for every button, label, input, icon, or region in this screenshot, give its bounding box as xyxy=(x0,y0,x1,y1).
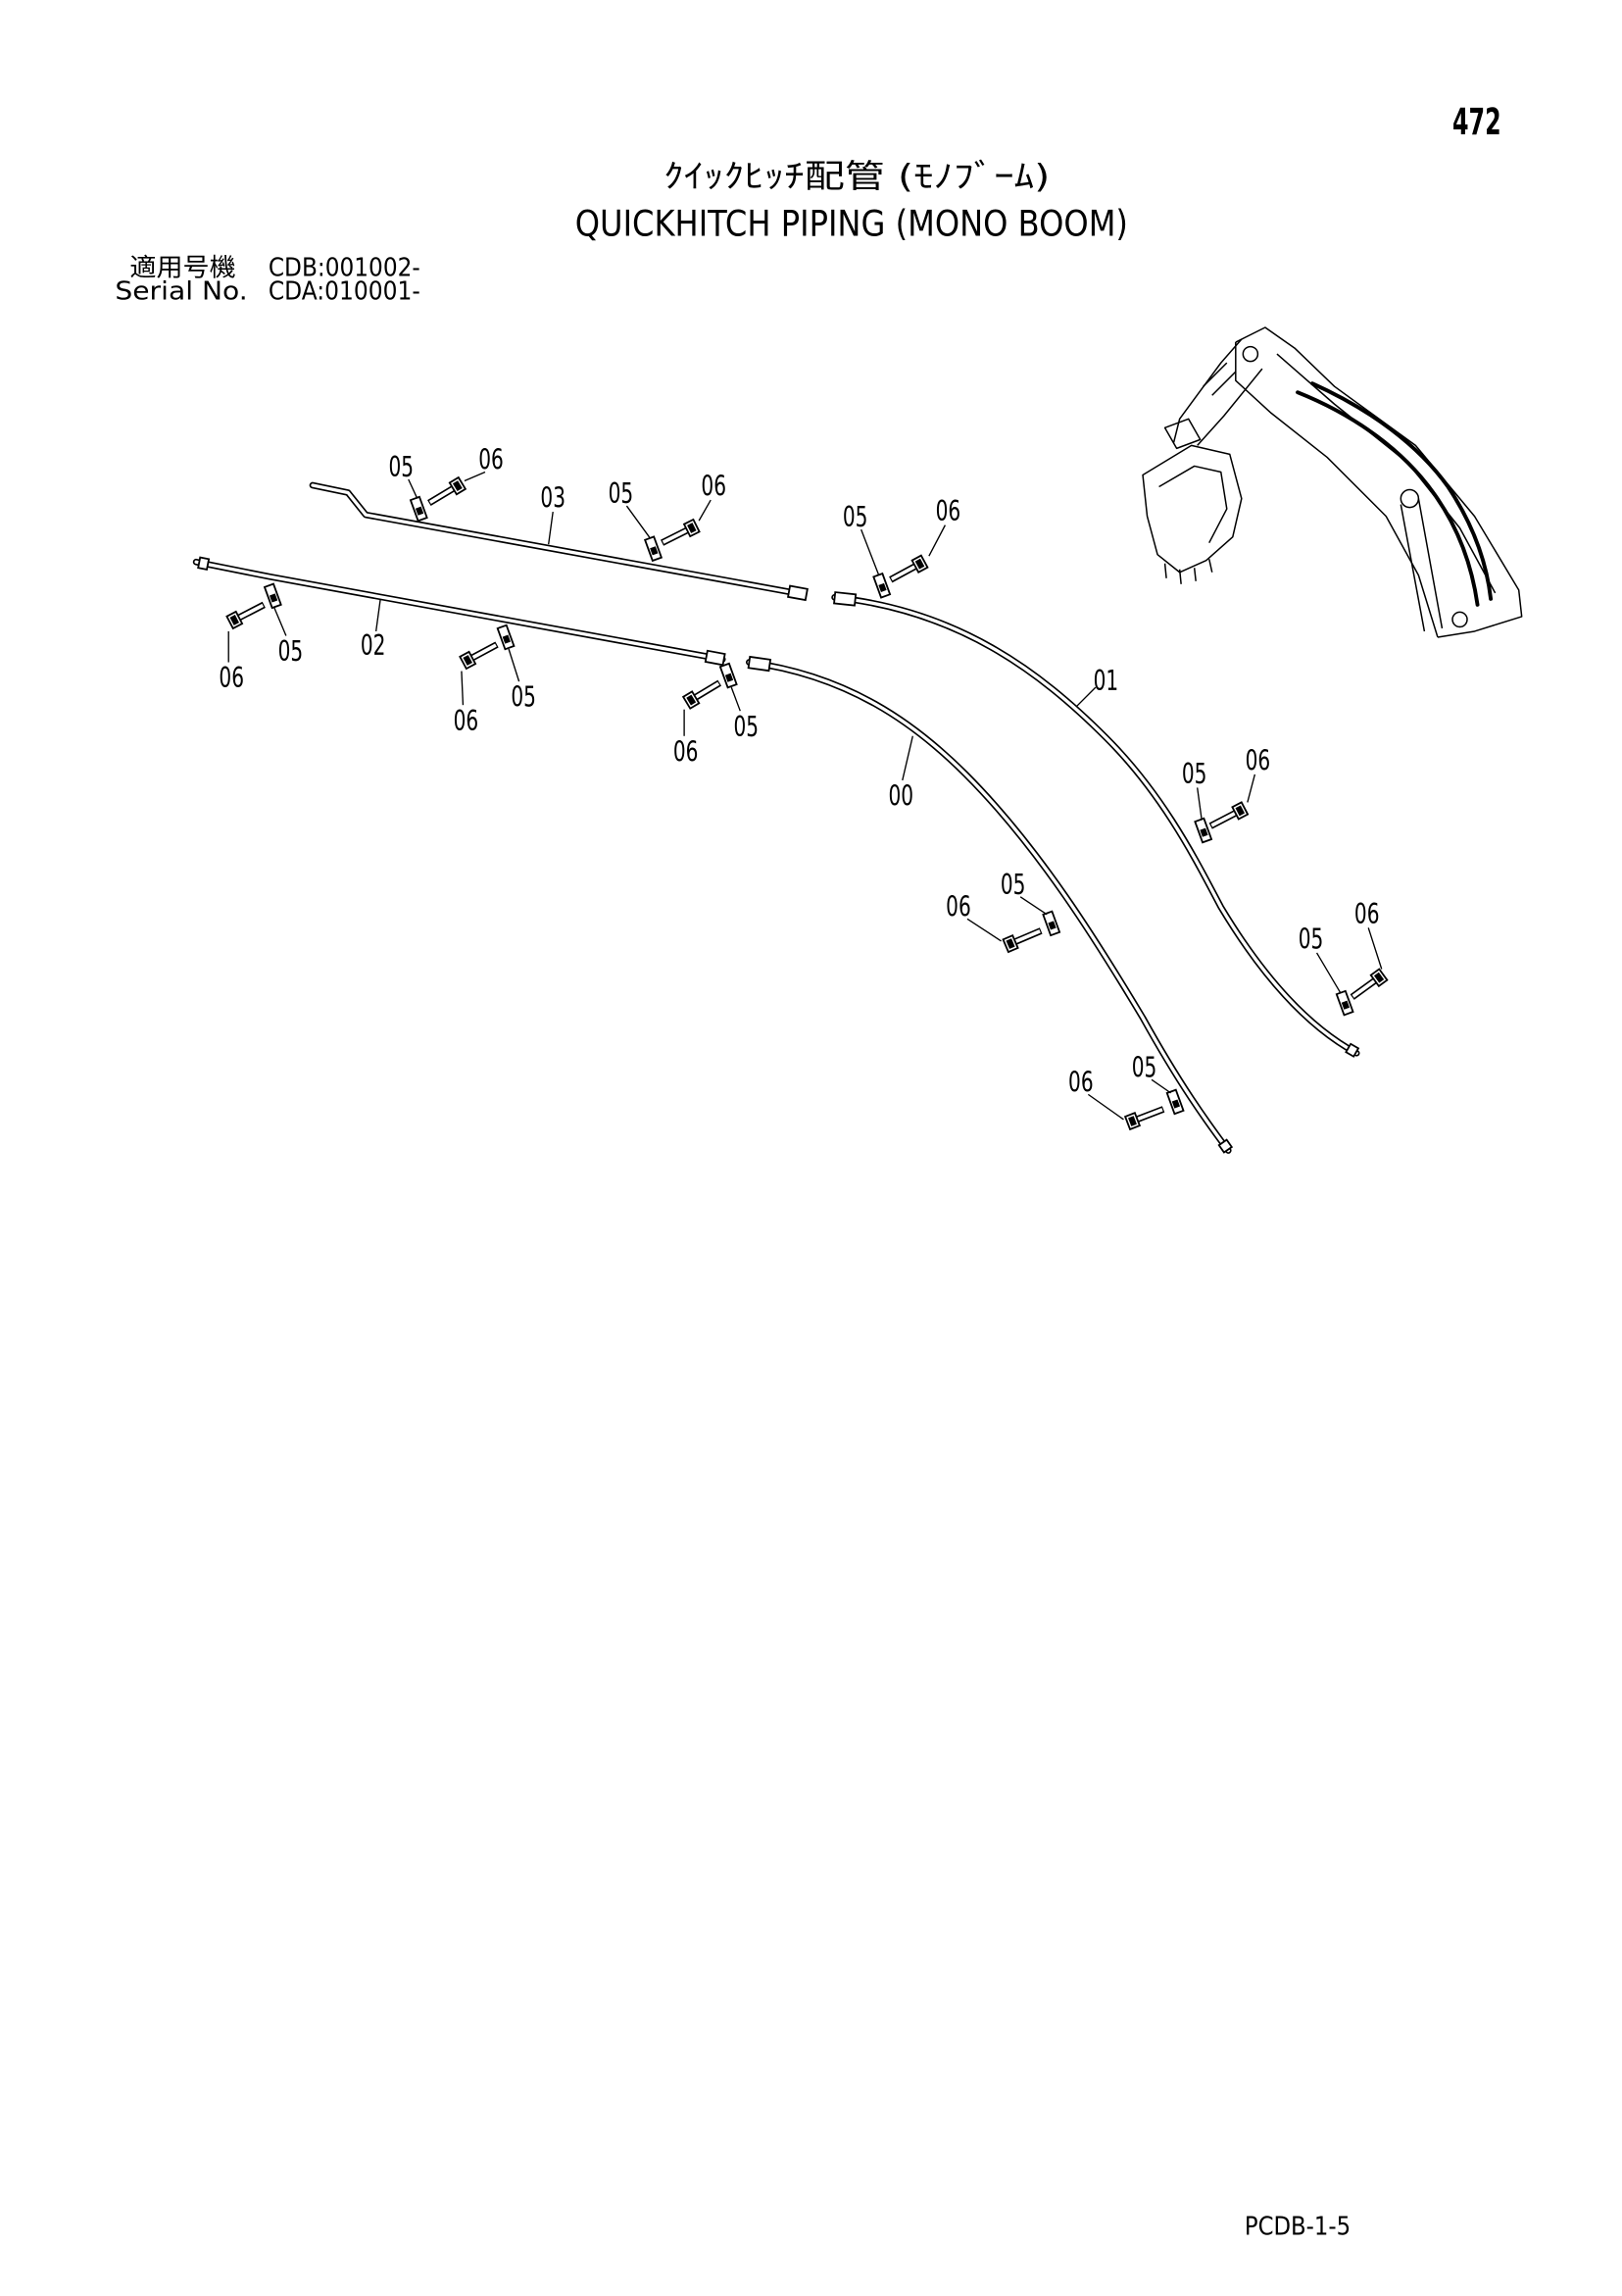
serial-number-label: Serial No. xyxy=(115,276,247,306)
leader-line xyxy=(1315,952,1342,993)
leader-lines xyxy=(227,471,1383,1121)
leader-line xyxy=(461,671,465,706)
leader-line xyxy=(1087,1093,1124,1121)
clamp-callout: 05 xyxy=(388,450,414,483)
serial-number-value: CDA:010001- xyxy=(269,276,420,306)
pipe-fitting xyxy=(1217,1138,1234,1154)
clamp-callout: 05 xyxy=(278,634,304,668)
bolt-callout: 06 xyxy=(946,889,971,923)
clamp xyxy=(1194,817,1212,844)
pipe-fitting xyxy=(197,556,211,571)
leader-line xyxy=(408,478,418,499)
page-title-english: QUICKHITCH PIPING (MONO BOOM) xyxy=(575,203,1128,245)
leader-line xyxy=(1019,896,1048,916)
bolt xyxy=(1349,969,1388,1002)
pipe-callout: 00 xyxy=(888,778,913,812)
bolt xyxy=(683,677,723,709)
leader-line xyxy=(966,918,1002,942)
leader-line xyxy=(730,686,741,712)
bolt xyxy=(887,556,927,586)
callout-labels: 05 06 03 05 06 05 06 06 05 02 06 05 06 0… xyxy=(219,442,1379,1098)
clamp-callout: 05 xyxy=(511,680,536,714)
bolt-callout: 06 xyxy=(478,442,504,475)
bolt-callout: 06 xyxy=(1068,1065,1094,1098)
clamp xyxy=(496,624,516,651)
leader-line xyxy=(928,524,947,557)
bolt-callout: 06 xyxy=(701,470,726,503)
leader-line xyxy=(1075,686,1097,708)
clamp-callout: 05 xyxy=(609,476,634,510)
clamp-callout: 05 xyxy=(1001,868,1026,901)
clamp xyxy=(872,573,892,599)
leader-line xyxy=(1197,787,1203,821)
bolt-callout: 06 xyxy=(936,494,961,527)
bolt xyxy=(226,599,267,628)
leader-line xyxy=(698,499,712,522)
clamp xyxy=(1165,1088,1185,1116)
page-title-japanese: ｸｲｯｸﾋｯﾁ配管 (ﾓﾉﾌﾞｰﾑ) xyxy=(664,157,1050,195)
clamp xyxy=(718,662,738,689)
pipe-fitting xyxy=(704,649,726,667)
clamp-callout: 05 xyxy=(1299,922,1324,955)
bolt-callout: 06 xyxy=(454,704,479,737)
pipe-fitting xyxy=(1345,1042,1360,1058)
pipe-fitting xyxy=(787,584,809,602)
leader-line xyxy=(902,735,913,781)
clamp xyxy=(264,582,282,609)
leader-line xyxy=(1247,774,1256,803)
bolt-callout: 06 xyxy=(673,734,699,768)
clamp xyxy=(1042,910,1061,937)
bolt xyxy=(1125,1103,1165,1129)
leader-line xyxy=(548,511,554,545)
bolt xyxy=(425,477,466,509)
pipe-02 xyxy=(192,556,726,667)
bolt xyxy=(460,638,500,669)
excavator-front-attachment-icon xyxy=(1142,326,1523,638)
pipe-01 xyxy=(831,591,1360,1058)
pipe-fitting xyxy=(747,655,772,673)
bolt xyxy=(1003,924,1043,952)
leader-line xyxy=(508,648,520,682)
clamp-callout: 05 xyxy=(734,710,760,743)
pipe-callout: 03 xyxy=(540,481,565,515)
applicability-value-japanese: CDB:001002- xyxy=(269,253,420,282)
bolt-callout: 06 xyxy=(1246,743,1271,776)
leader-line xyxy=(464,471,486,482)
page-number: 472 xyxy=(1452,100,1501,143)
pipe-callout: 02 xyxy=(361,628,386,662)
pipe-00 xyxy=(745,655,1234,1154)
bolt-callout: 06 xyxy=(1354,897,1380,930)
leader-line xyxy=(1151,1078,1171,1094)
clamp-callout: 05 xyxy=(843,500,868,533)
pipe-fitting xyxy=(833,591,858,607)
leader-line xyxy=(860,528,880,576)
pipe-callout: 01 xyxy=(1094,664,1119,697)
bolt xyxy=(1207,802,1248,831)
pipe-03 xyxy=(309,481,809,602)
bolt xyxy=(659,520,699,549)
leader-line xyxy=(273,607,287,636)
leader-line xyxy=(1367,927,1383,970)
leader-line xyxy=(625,505,652,539)
clamp-callout: 05 xyxy=(1182,757,1207,790)
clamp-callout: 05 xyxy=(1132,1050,1157,1083)
leader-line xyxy=(374,598,381,632)
footer-code: PCDB-1-5 xyxy=(1245,2212,1351,2241)
clamp xyxy=(410,495,428,523)
bolt-callout: 06 xyxy=(219,661,244,694)
applicability-label-japanese: 適用号機 xyxy=(129,253,235,282)
clamp xyxy=(644,535,663,562)
